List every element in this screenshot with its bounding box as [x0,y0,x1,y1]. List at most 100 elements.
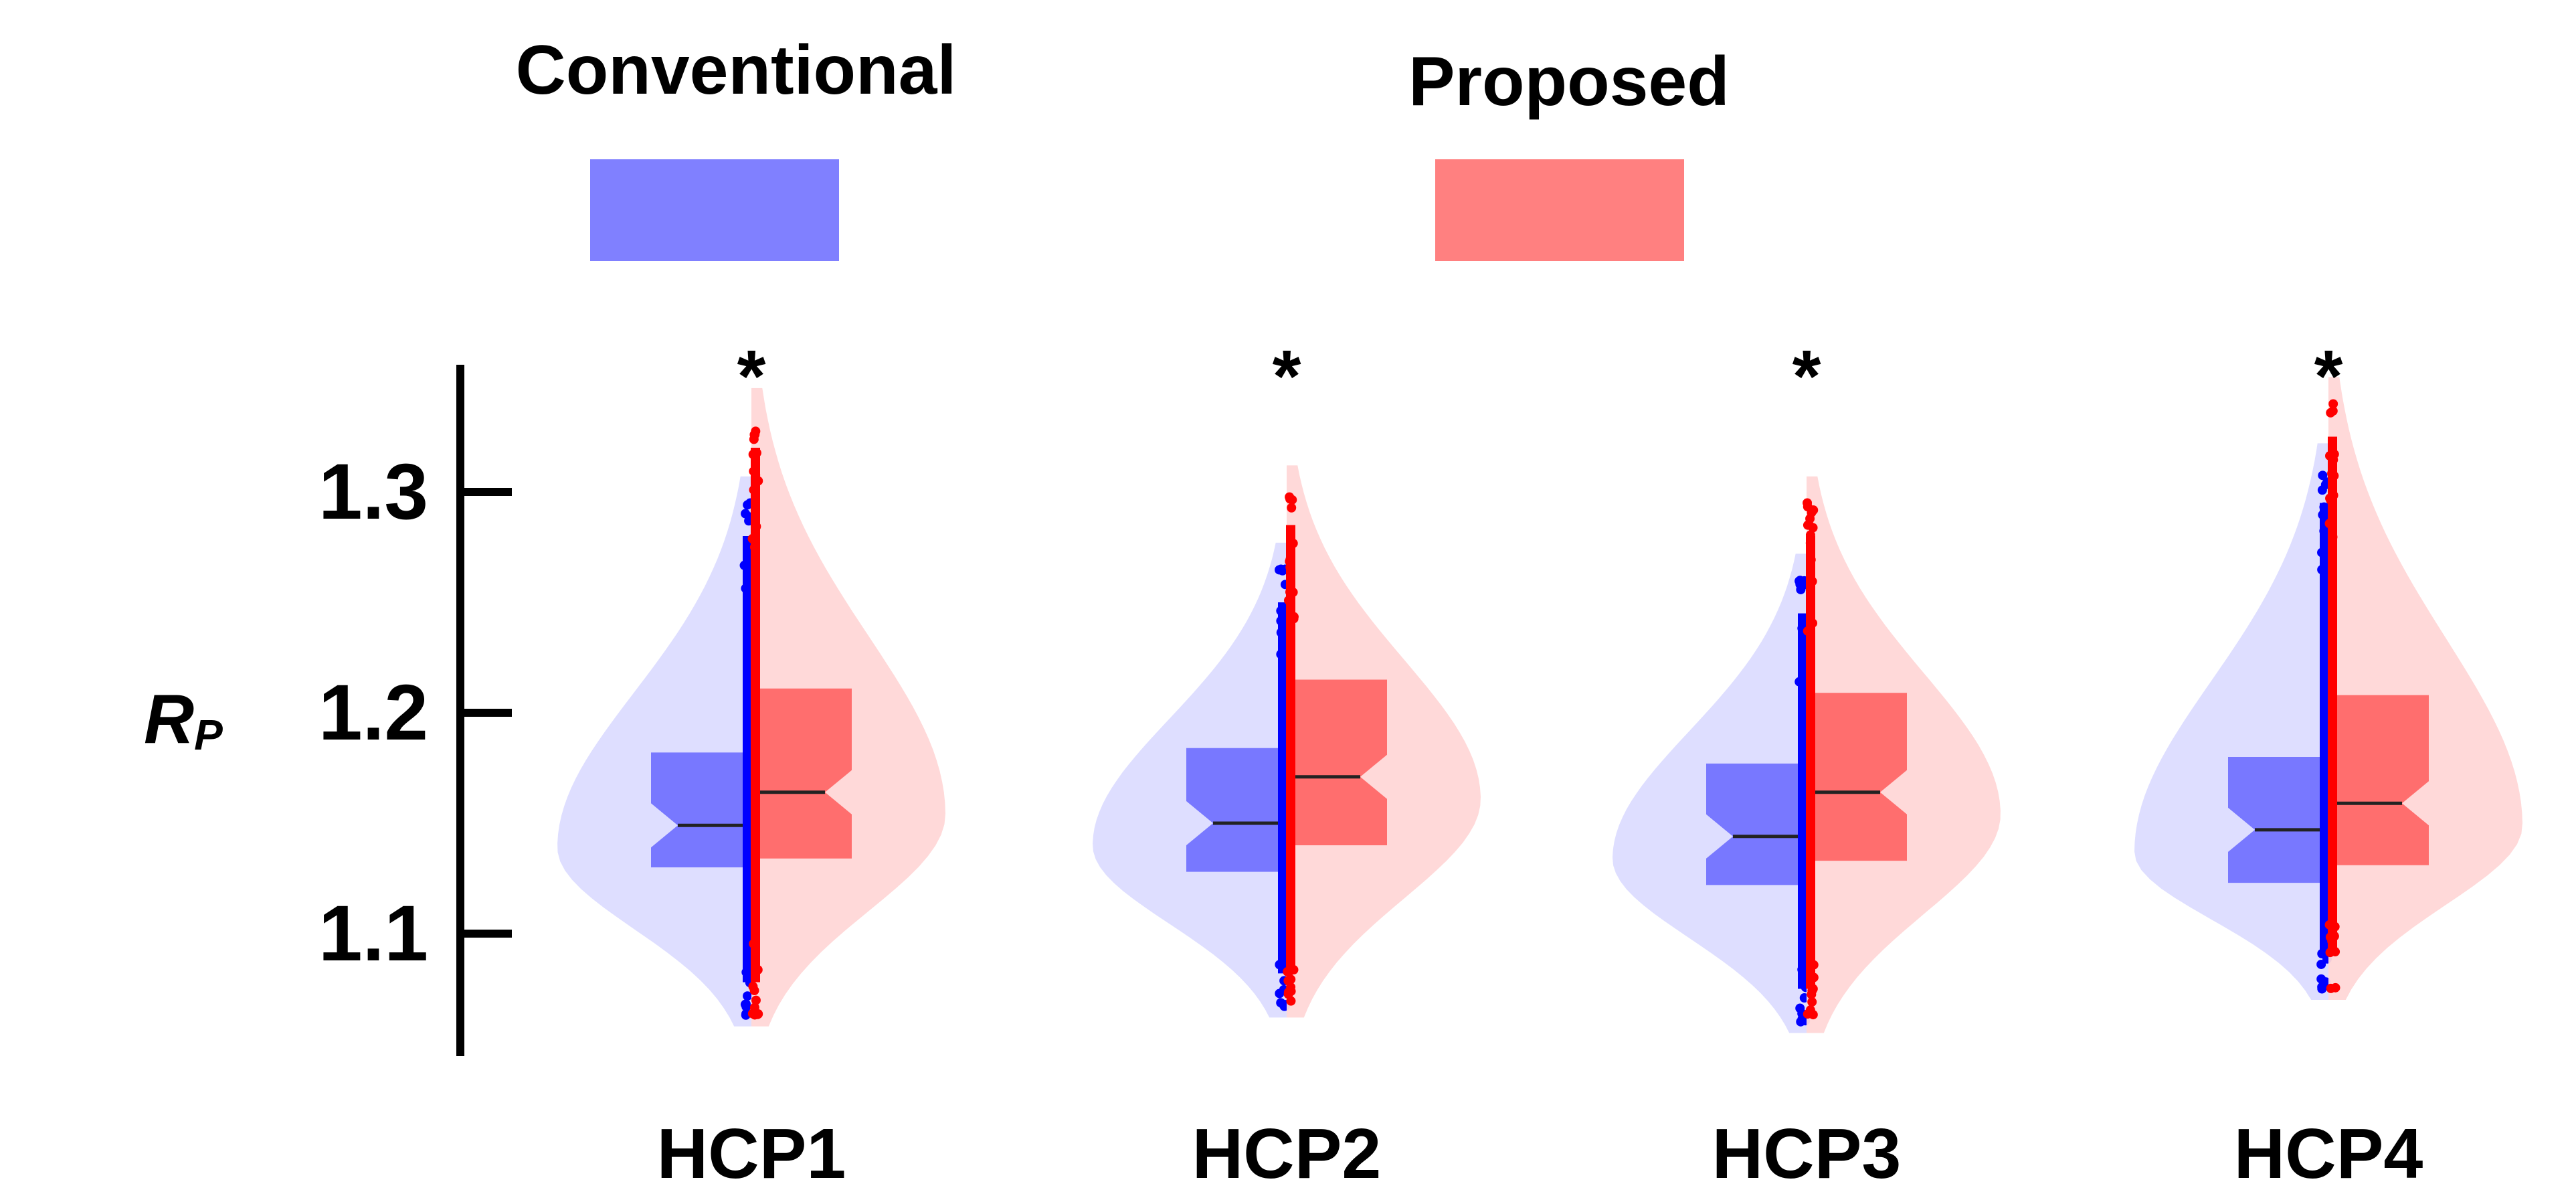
data-point [2321,977,2331,987]
data-point [1275,960,1285,970]
data-point [2325,932,2335,942]
data-point [1808,618,1818,628]
group-hcp1: *HCP1 [557,335,945,1193]
violin-conventional [557,476,751,1027]
data-point [1803,626,1813,636]
y-tick-label: 1.2 [318,669,428,757]
y-axis-label: RP [144,681,223,759]
data-point [741,967,751,977]
data-point [750,533,760,543]
data-point [1276,616,1286,626]
data-point [751,470,761,480]
data-point [1286,974,1296,984]
data-point [2328,532,2338,542]
group-hcp3: * HCP3 [1613,335,2001,1193]
data-point [1795,1003,1805,1013]
data-point [1808,523,1818,533]
legend-swatch-conventional [590,159,839,261]
points-proposed [1283,492,1299,1006]
data-point [1809,505,1819,515]
data-point [1288,538,1298,548]
data-point [1289,612,1299,622]
box-proposed [1287,679,1387,845]
data-point [753,965,763,975]
box-proposed [751,688,852,859]
data-point [1286,996,1296,1006]
significance-marker: * [1792,335,1821,418]
data-point [751,995,761,1005]
data-point [1285,492,1295,502]
violin-conventional [2134,443,2328,1000]
box-conventional [1186,748,1287,872]
data-point [2318,510,2328,520]
data-point [1808,1010,1818,1020]
significance-marker: * [1273,335,1301,418]
data-point [2325,493,2335,503]
point-strip-proposed [2328,436,2337,956]
data-point [2317,948,2327,958]
data-point [743,956,753,966]
x-category-label: HCP3 [1712,1114,1902,1193]
point-strip-proposed [1286,525,1295,974]
legend-swatch-proposed [1435,159,1684,261]
significance-marker: * [2314,335,2343,418]
box-conventional [1706,763,1807,885]
points-proposed [747,426,763,1020]
data-point [748,982,758,992]
data-point [1803,498,1813,508]
data-point [2327,468,2337,479]
data-point [751,426,761,436]
data-point [749,485,759,495]
data-point [743,551,753,561]
violin-proposed [2328,377,2522,1000]
data-point [1283,596,1293,606]
box-conventional [651,752,751,867]
point-strip-conventional [1798,613,1807,989]
legend: Conventional Proposed [516,31,1730,261]
legend-label-proposed: Proposed [1408,43,1730,120]
data-point [1795,677,1805,687]
point-strip-conventional [1278,602,1287,974]
data-point [2319,502,2329,512]
data-point [1807,960,1817,970]
point-strip-conventional [743,536,752,982]
data-point [2317,565,2327,575]
data-point [1283,966,1293,976]
y-tick-label: 1.3 [318,448,428,536]
data-point [1275,988,1285,999]
data-point [1807,986,1817,996]
data-point [1287,503,1297,513]
legend-label-conventional: Conventional [516,31,957,109]
x-category-label: HCP1 [657,1114,846,1193]
data-point [741,584,751,594]
data-point [1276,649,1286,659]
data-point [2328,399,2338,409]
data-point [1286,982,1296,992]
data-point [1797,964,1807,974]
data-point [743,500,753,510]
data-point [2328,455,2338,465]
point-strip-conventional [2320,503,2329,956]
data-point [1805,513,1815,523]
data-point [1279,1001,1289,1011]
data-point [1285,555,1295,565]
data-point [2326,983,2336,993]
data-point [2319,526,2329,536]
data-point [2326,920,2336,930]
point-strip-proposed [751,448,760,982]
box-conventional [2228,757,2328,883]
data-point [1806,555,1816,565]
data-point [740,999,750,1009]
data-point [1286,588,1296,598]
data-point [2325,948,2335,958]
data-point [751,521,761,531]
data-point [1809,972,1819,982]
y-axis: 1.11.21.3 RP [144,365,512,1056]
data-point [743,571,753,581]
box-proposed [2328,695,2429,865]
points-proposed [1803,498,1819,1020]
box-proposed [1807,693,1907,861]
data-point [2318,470,2328,481]
group-hcp4: *HCP4 [2134,335,2522,1193]
